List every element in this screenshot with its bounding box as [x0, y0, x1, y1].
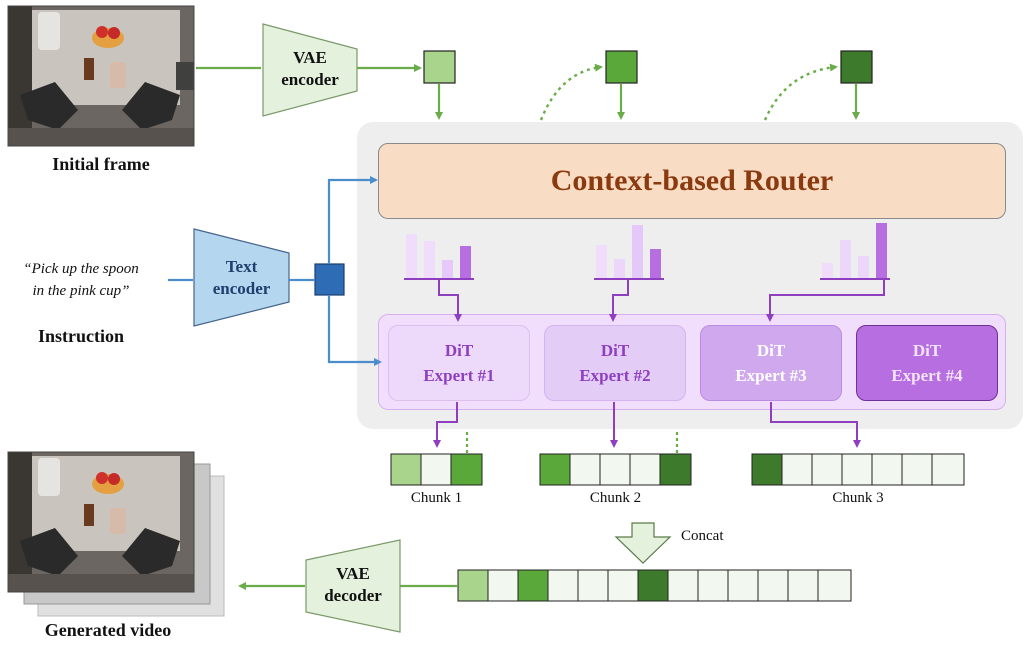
- routing-histogram-2: [594, 225, 664, 322]
- chunk-1-latents: [390, 453, 483, 486]
- vae-decoder-shape: [305, 539, 401, 633]
- router-label: Context-based Router: [550, 164, 834, 197]
- initial-frame-image: [7, 5, 195, 147]
- generated-video-image: [7, 451, 225, 617]
- vae-decoder-line2: decoder: [324, 586, 382, 605]
- vae-decoder-label: VAE decoder: [306, 563, 400, 607]
- expert-1-line2: Expert #1: [423, 366, 495, 385]
- dit-expert-1[interactable]: DiT Expert #1: [388, 325, 530, 401]
- dit-expert-3[interactable]: DiT Expert #3: [700, 325, 842, 401]
- vae-encoder-line1: VAE: [293, 48, 327, 67]
- feedback-arrow-2: [763, 63, 838, 121]
- concat-label: Concat: [681, 528, 724, 544]
- chunk-2-latents: [539, 453, 692, 486]
- instruction-text: “Pick up the spoon in the pink cup”: [6, 258, 156, 302]
- vae-encoder-shape: [262, 23, 358, 117]
- expert-3-line1: DiT: [756, 341, 786, 360]
- vae-encoder-label: VAE encoder: [263, 47, 357, 91]
- generated-video-caption: Generated video: [44, 620, 172, 640]
- text-token: [314, 263, 345, 296]
- expert-3-line2: Expert #3: [735, 366, 807, 385]
- routing-histogram-1: [404, 234, 474, 322]
- expert-1-line1: DiT: [444, 341, 474, 360]
- context-router[interactable]: Context-based Router: [378, 143, 1006, 219]
- expert-2-line2: Expert #2: [579, 366, 651, 385]
- latent-frame-3: [840, 50, 873, 84]
- text-encoder-line2: encoder: [212, 279, 271, 298]
- chunk-1-label: Chunk 1: [410, 490, 463, 506]
- text-encoder-shape: [193, 228, 290, 327]
- initial-frame-caption: Initial frame: [52, 154, 150, 174]
- vae-encoder-line2: encoder: [281, 70, 339, 89]
- arrow-text-to-experts: [327, 295, 382, 366]
- vae-decoder-line1: VAE: [336, 564, 370, 583]
- concat-arrow-icon: [614, 522, 672, 564]
- expert-4-line2: Expert #4: [891, 366, 963, 385]
- text-encoder-label: Text encoder: [194, 256, 289, 300]
- instruction-caption: Instruction: [37, 326, 124, 346]
- instruction-line2: in the pink cup”: [32, 283, 130, 299]
- arrow-text-to-router: [327, 176, 378, 264]
- feedback-arrow-1: [539, 63, 603, 121]
- dit-expert-2[interactable]: DiT Expert #2: [544, 325, 686, 401]
- instruction-line1: “Pick up the spoon: [23, 261, 139, 277]
- chunk-2-label: Chunk 2: [589, 490, 642, 506]
- text-encoder-line1: Text: [225, 257, 258, 276]
- chunk-3-label: Chunk 3: [832, 490, 884, 506]
- expert-2-line1: DiT: [600, 341, 630, 360]
- concatenated-latents: [457, 569, 852, 602]
- expert-4-line1: DiT: [912, 341, 942, 360]
- dit-expert-4[interactable]: DiT Expert #4: [856, 325, 998, 401]
- latent-frame-1: [423, 50, 456, 84]
- latent-frame-2: [605, 50, 638, 84]
- routing-histogram-3: [766, 223, 890, 322]
- chunk-3-latents: [751, 453, 965, 486]
